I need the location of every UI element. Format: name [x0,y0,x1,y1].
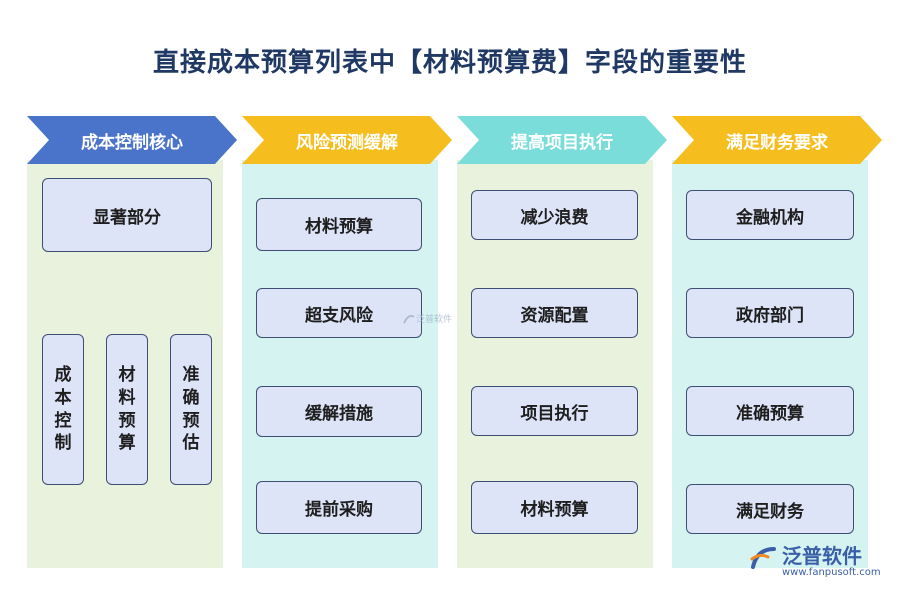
column-2-header: 风险预测缓解 [242,116,452,164]
column-1-sub-box-1: 成本控制 [42,334,84,485]
column-3-header: 提高项目执行 [457,116,667,164]
watermark-text: 泛普软件 [416,315,453,325]
column-3-box-2: 资源配置 [471,288,638,338]
logo-url: www.fanpusoft.com [782,567,881,578]
column-1-sub-box-3: 准确预估 [170,334,212,485]
column-3-box-3: 项目执行 [471,386,638,436]
column-4-box-4: 满足财务 [686,484,854,534]
watermark: 泛普软件 [402,312,452,325]
column-2-box-2: 超支风险 [256,288,422,338]
column-1-top-box: 显著部分 [42,178,212,252]
watermark-logo-icon [403,314,415,323]
diagram-title: 直接成本预算列表中【材料预算费】字段的重要性 [152,48,747,78]
column-1-header: 成本控制核心 [27,116,237,164]
column-2-box-1: 材料预算 [256,198,422,251]
column-3-box-1: 减少浪费 [471,190,638,240]
logo-name: 泛普软件 [782,544,862,568]
column-1-sub-box-2: 材料预算 [106,334,148,485]
column-4-header: 满足财务要求 [672,116,882,164]
brand-logo: 泛普软件 www.fanpusoft.com [748,540,888,582]
fanpu-logo-icon [750,547,776,569]
column-2-box-3: 缓解措施 [256,386,422,437]
column-2-box-4: 提前采购 [256,481,422,534]
column-4-box-1: 金融机构 [686,190,854,240]
column-4-box-3: 准确预算 [686,386,854,436]
column-4-box-2: 政府部门 [686,288,854,338]
column-3-box-4: 材料预算 [471,481,638,534]
